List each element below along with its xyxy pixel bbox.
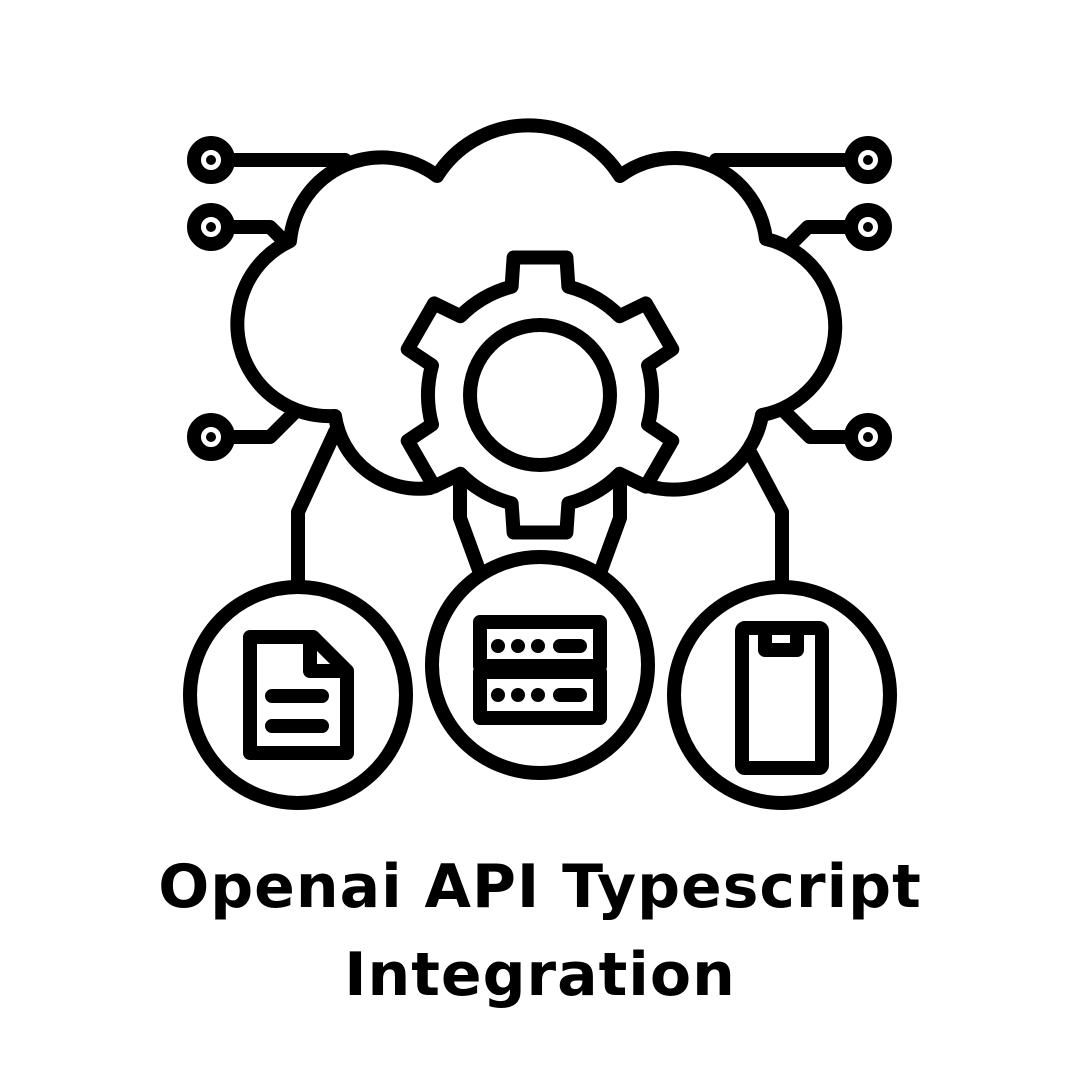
node-left-3: [187, 405, 302, 461]
server-icon: [425, 550, 655, 780]
title-line-1: Openai API Typescript: [158, 852, 922, 922]
cloud-icon: [230, 118, 843, 497]
node-right-2: [785, 203, 892, 251]
connector-lines: [291, 425, 789, 589]
node-right-3: [778, 405, 892, 461]
node-right-1: [709, 136, 892, 184]
title-line-2: Integration: [344, 940, 736, 1010]
document-icon: [183, 580, 413, 810]
network-node-icons: [187, 136, 892, 461]
node-left-2: [187, 203, 293, 251]
mobile-phone-icon: [667, 580, 897, 810]
gear-icon: [400, 250, 680, 540]
node-left-1: [187, 136, 352, 184]
